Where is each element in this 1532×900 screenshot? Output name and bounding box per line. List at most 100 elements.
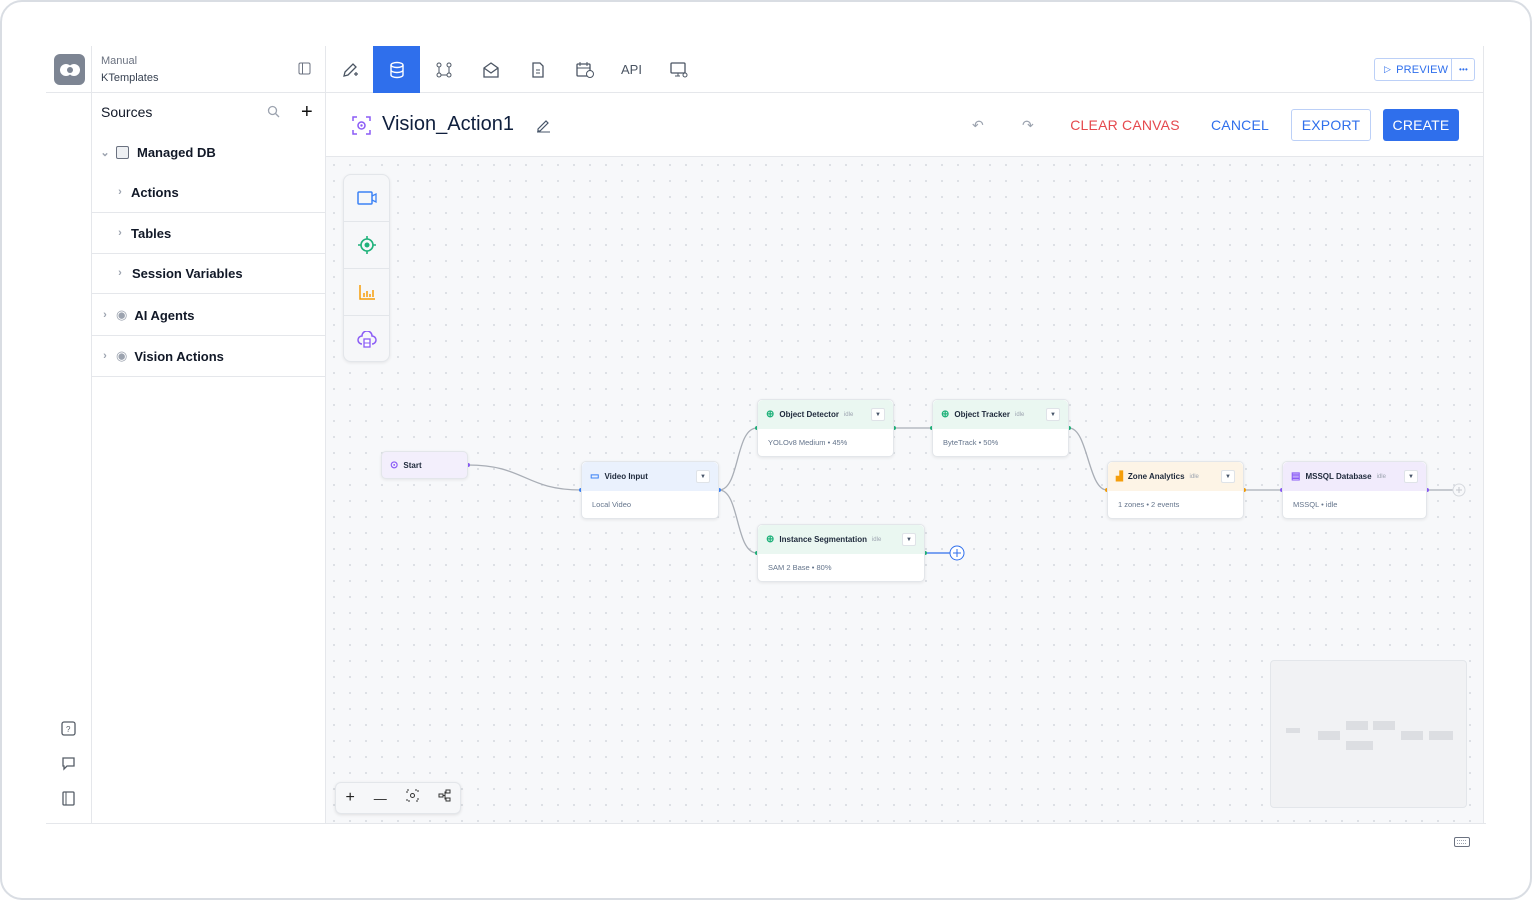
cancel-button[interactable]: CANCEL <box>1211 117 1269 133</box>
sidebar-item-actions[interactable]: ›Actions <box>92 172 326 213</box>
target-icon: ⊕ <box>766 409 775 420</box>
divider <box>326 156 1484 157</box>
minimap-node <box>1346 721 1368 730</box>
node-menu-dropdown[interactable]: ▼ <box>902 533 916 546</box>
page-title: Vision_Action1 <box>382 113 514 135</box>
edit-title-icon[interactable] <box>536 118 551 138</box>
sidebar-item-session-variables[interactable]: ›Session Variables <box>92 253 326 294</box>
mail-icon <box>482 61 499 78</box>
sidebar-item-tables[interactable]: › Tables <box>92 213 326 254</box>
zoom-in-button[interactable]: + <box>345 789 355 806</box>
tab-schedule[interactable] <box>561 46 608 93</box>
node-detail: SAM 2 Base • 80% <box>768 563 832 572</box>
chevron-right-icon: › <box>103 350 107 362</box>
edge-tracker-zone <box>1068 427 1108 491</box>
document-icon <box>531 61 544 78</box>
undo-icon[interactable]: ↶ <box>972 117 984 133</box>
sidebar-item-label: Tables <box>131 225 172 241</box>
redo-icon[interactable]: ↷ <box>1022 117 1034 133</box>
node-status: idle <box>1189 473 1199 480</box>
docs-icon[interactable] <box>61 791 76 811</box>
target-icon: ⊕ <box>941 409 950 420</box>
chevron-right-icon: › <box>103 309 107 321</box>
sidebar-item-label: Actions <box>131 184 179 200</box>
palette-analytics[interactable] <box>344 269 389 316</box>
palette-database[interactable] <box>344 316 389 363</box>
app-logo[interactable] <box>54 54 85 85</box>
palette-video-input[interactable] <box>344 175 389 222</box>
chevron-down-icon: ⌄ <box>100 147 110 159</box>
cloud-database-icon <box>356 330 377 348</box>
target-icon: ⊕ <box>766 534 775 545</box>
node-video-input[interactable]: ▭Video Input▼Local Video <box>581 461 719 519</box>
keyboard-icon[interactable] <box>1454 834 1470 852</box>
workspace-name: KTemplates <box>101 72 159 84</box>
collapse-sidebar-icon[interactable] <box>298 62 311 80</box>
tab-mail[interactable] <box>467 46 514 93</box>
database-icon <box>389 61 404 78</box>
create-button[interactable]: CREATE <box>1383 109 1459 141</box>
target-icon <box>357 236 376 254</box>
minimap[interactable] <box>1270 660 1467 808</box>
tab-api-label: API <box>621 62 642 77</box>
eye-icon: ◉ <box>116 307 128 322</box>
minimap-node <box>1401 731 1423 740</box>
node-status: idle <box>1376 473 1386 480</box>
feedback-icon[interactable] <box>61 756 76 776</box>
more-options-button[interactable]: ••• <box>1451 58 1475 81</box>
preview-button[interactable]: ▷ PREVIEW <box>1374 58 1475 81</box>
node-menu-dropdown[interactable]: ▼ <box>1404 470 1418 483</box>
clear-canvas-button[interactable]: CLEAR CANVAS <box>1070 117 1180 133</box>
play-circle-icon: ⊙ <box>390 459 399 471</box>
node-menu-dropdown[interactable]: ▼ <box>1046 408 1060 421</box>
tab-database[interactable] <box>373 46 420 93</box>
preview-label: PREVIEW <box>1396 63 1449 76</box>
minimap-node <box>1373 721 1395 730</box>
add-source-icon[interactable]: + <box>301 101 313 123</box>
node-start[interactable]: ⊙ Start <box>381 451 468 479</box>
node-title: Start <box>403 460 422 470</box>
sidebar-item-managed-db[interactable]: ⌄ Managed DB <box>92 132 326 173</box>
tab-document[interactable] <box>514 46 561 93</box>
sidebar <box>92 46 326 823</box>
search-icon[interactable] <box>267 105 280 123</box>
node-menu-dropdown[interactable]: ▼ <box>1221 470 1235 483</box>
palette-detector[interactable] <box>344 222 389 269</box>
export-button[interactable]: EXPORT <box>1291 109 1371 141</box>
node-detail: 1 zones • 2 events <box>1118 500 1180 509</box>
help-icon[interactable]: ? <box>61 721 76 741</box>
tab-monitor[interactable] <box>655 46 702 93</box>
svg-text:?: ? <box>66 725 71 734</box>
node-status: idle <box>871 536 882 543</box>
sidebar-item-vision-actions[interactable]: ›◉Vision Actions <box>92 336 326 377</box>
auto-layout-icon[interactable] <box>438 789 451 807</box>
video-camera-icon: ▭ <box>590 471 600 482</box>
node-status: idle <box>1014 411 1025 418</box>
node-menu-dropdown[interactable]: ▼ <box>696 470 710 483</box>
tab-api[interactable]: API <box>608 46 655 93</box>
left-rail <box>46 46 92 823</box>
sidebar-item-label: Managed DB <box>137 145 216 160</box>
node-menu-dropdown[interactable]: ▼ <box>871 408 885 421</box>
workspace-label: Manual <box>101 55 138 67</box>
sidebar-item-ai-agents[interactable]: ›◉AI Agents <box>92 295 326 336</box>
fit-view-icon[interactable] <box>406 789 419 807</box>
tab-edit[interactable] <box>326 46 373 93</box>
bar-chart-icon <box>358 285 375 300</box>
play-icon: ▷ <box>1384 64 1392 74</box>
chevron-right-icon: › <box>118 227 122 239</box>
minimap-node <box>1286 728 1300 733</box>
tab-workflow[interactable] <box>420 46 467 93</box>
sidebar-item-label: Vision Actions <box>134 348 224 364</box>
node-title: Object Detector <box>779 410 839 419</box>
add-node-plus <box>953 549 961 557</box>
node-detail: MSSQL • idle <box>1293 500 1338 509</box>
pencil-plus-icon <box>342 62 358 77</box>
zoom-out-button[interactable]: — <box>373 790 387 806</box>
